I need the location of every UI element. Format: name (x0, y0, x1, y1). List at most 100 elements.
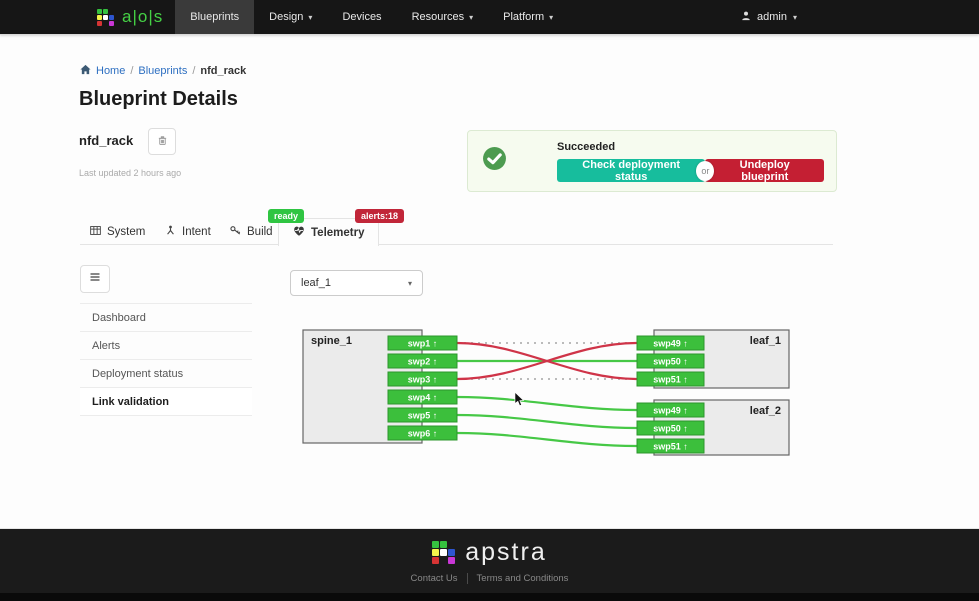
port-leaf_1-swp49[interactable]: swp49 ↑ (636, 335, 705, 351)
port-label: swp4 ↑ (408, 393, 438, 403)
status-body: Succeeded Check deployment status or Und… (515, 131, 824, 191)
tab-label: Build (247, 225, 273, 238)
nav-item-devices[interactable]: Devices (327, 0, 396, 34)
tab-intent[interactable]: Intent (165, 218, 211, 245)
port-label: swp50 ↑ (653, 357, 688, 367)
node-filter-select[interactable]: leaf_1 ▾ (290, 270, 423, 296)
node-label: leaf_2 (750, 405, 781, 417)
port-leaf_2-swp49[interactable]: swp49 ↑ (636, 402, 705, 418)
nav-item-resources[interactable]: Resources▾ (397, 0, 489, 34)
chevron-down-icon: ▾ (308, 12, 313, 22)
port-label: swp49 ↑ (653, 339, 688, 349)
nav-item-label: Platform (503, 11, 545, 23)
footer-links: Contact Us Terms and Conditions (0, 573, 979, 584)
breadcrumb-blueprints[interactable]: Blueprints (138, 65, 188, 77)
footer-link-contact-us[interactable]: Contact Us (410, 573, 458, 584)
sidebar-item-link-validation[interactable]: Link validation (80, 388, 252, 416)
badge-alerts: alerts:18 (355, 209, 405, 223)
port-label: swp6 ↑ (408, 429, 438, 439)
apstra-logo-icon (97, 8, 114, 26)
brand[interactable]: a|o|s (97, 0, 163, 34)
telemetry-icon (293, 225, 305, 240)
link-ok (456, 413, 638, 430)
sidebar-item-alerts[interactable]: Alerts (80, 332, 252, 360)
port-label: swp51 ↑ (653, 375, 688, 385)
port-spine_1-swp6[interactable]: swp6 ↑ (387, 425, 458, 441)
trash-icon (157, 133, 168, 151)
link-error (456, 341, 638, 381)
check-circle-icon (482, 146, 507, 176)
undeploy-blueprint-button[interactable]: Undeploy blueprint (705, 159, 824, 183)
node-label: leaf_1 (750, 335, 781, 347)
footer-brand-name: apstra (465, 538, 547, 566)
or-separator: or (696, 160, 715, 181)
delete-blueprint-button[interactable] (148, 128, 176, 155)
breadcrumb-home[interactable]: Home (96, 65, 126, 77)
port-spine_1-swp5[interactable]: swp5 ↑ (387, 407, 458, 423)
node-filter-value: leaf_1 (301, 277, 331, 289)
nav-item-platform[interactable]: Platform ▾ (488, 0, 568, 34)
person-icon (741, 11, 751, 24)
port-spine_1-swp4[interactable]: swp4 ↑ (387, 389, 458, 405)
port-leaf_1-swp51[interactable]: swp51 ↑ (636, 371, 705, 387)
tab-label: Telemetry (311, 226, 365, 239)
port-spine_1-swp1[interactable]: swp1 ↑ (387, 335, 458, 351)
port-label: swp3 ↑ (408, 375, 438, 385)
blueprint-name: nfd_rack (79, 133, 134, 148)
tab-build[interactable]: Build (230, 218, 273, 245)
port-leaf_2-swp51[interactable]: swp51 ↑ (636, 438, 705, 454)
port-label: swp2 ↑ (408, 357, 438, 367)
tab-label: Intent (182, 225, 211, 238)
sidebar-item-dashboard[interactable]: Dashboard (80, 304, 252, 332)
nav-item-blueprints[interactable]: Blueprints (175, 0, 255, 34)
link-ok (456, 395, 638, 412)
nav-item-design[interactable]: Design ▾ (254, 0, 327, 34)
content-area: Home / Blueprints / nfd_rack Blueprint D… (0, 34, 979, 528)
last-updated: Last updated 2 hours ago (79, 168, 182, 178)
chevron-down-icon: ▾ (792, 12, 797, 22)
breadcrumb: Home / Blueprints / nfd_rack (80, 64, 246, 78)
check-deployment-status-button[interactable]: Check deployment status (557, 159, 706, 183)
link-ok (456, 431, 638, 448)
port-spine_1-swp2[interactable]: swp2 ↑ (387, 353, 458, 369)
page-title: Blueprint Details (79, 88, 238, 110)
deployment-status-panel: Succeeded Check deployment status or Und… (467, 130, 837, 192)
node-label: spine_1 (311, 335, 352, 347)
footer-link-terms-and-conditions[interactable]: Terms and Conditions (466, 573, 578, 584)
breadcrumb-current: nfd_rack (200, 65, 247, 77)
port-label: swp1 ↑ (408, 339, 438, 349)
breadcrumb-separator: / (130, 65, 134, 77)
status-actions: Check deployment status or Undeploy blue… (557, 159, 824, 183)
mouse-cursor-icon (514, 391, 525, 413)
sidebar-toggle-button[interactable] (80, 265, 110, 293)
status-label: Succeeded (557, 141, 616, 153)
port-leaf_2-swp50[interactable]: swp50 ↑ (636, 420, 705, 436)
footer-brand: apstra (0, 529, 979, 567)
brand-name: a|o|s (122, 7, 164, 26)
grid-icon (90, 225, 101, 239)
nav-item-label: Blueprints (190, 11, 240, 23)
port-leaf_1-swp50[interactable]: swp50 ↑ (636, 353, 705, 369)
port-label: swp49 ↑ (653, 406, 688, 416)
port-spine_1-swp3[interactable]: swp3 ↑ (387, 371, 458, 387)
hamburger-menu-icon (89, 270, 101, 288)
port-label: swp5 ↑ (408, 411, 438, 421)
nav-item-label: Design (269, 11, 304, 23)
breadcrumb-separator: / (192, 65, 196, 77)
chevron-down-icon: ▾ (407, 278, 412, 288)
sidebar-item-deployment-status[interactable]: Deployment status (80, 360, 252, 388)
home-icon[interactable] (80, 64, 91, 78)
link-validation-diagram: spine_1 leaf_1 leaf_2 swp1 ↑ swp2 ↑ swp3 ↑ swp… (302, 329, 790, 456)
branch-icon (165, 225, 176, 239)
footer-bottom-strip (0, 593, 979, 601)
port-label: swp51 ↑ (653, 442, 688, 452)
chevron-down-icon: ▾ (549, 12, 554, 22)
user-menu[interactable]: admin ▾ (729, 0, 809, 34)
nav-item-label: Resources (411, 11, 465, 23)
tab-system[interactable]: System (90, 218, 145, 245)
port-label: swp50 ↑ (653, 424, 688, 434)
key-icon (230, 225, 241, 239)
